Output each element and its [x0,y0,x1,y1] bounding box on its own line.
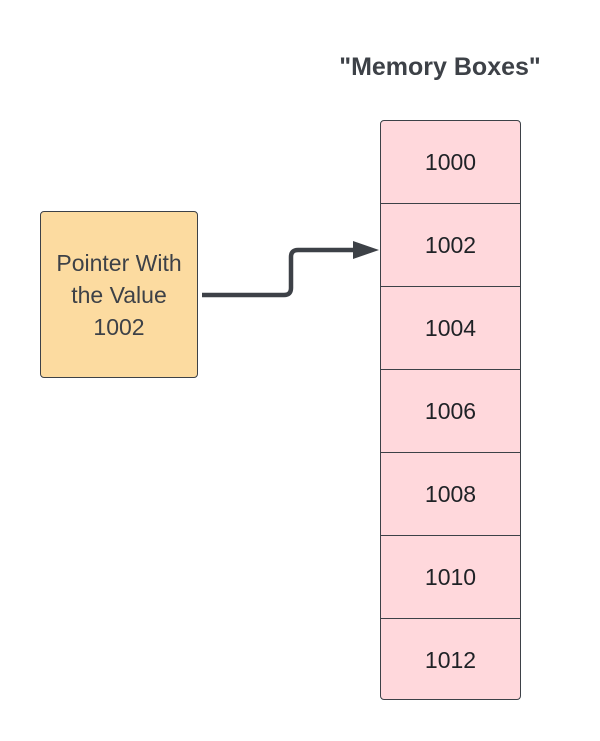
memory-cell-1008: 1008 [381,453,520,536]
memory-cell-1000: 1000 [381,121,520,204]
memory-cell-1004: 1004 [381,287,520,370]
pointer-box: Pointer With the Value 1002 [40,211,198,378]
memory-cell-1002: 1002 [381,204,520,287]
memory-cell-1012: 1012 [424,647,477,673]
memory-cell-1010: 1010 [381,536,520,619]
arrow-line [202,247,356,298]
diagram-title: "Memory Boxes" [339,53,541,81]
pointer-label: Pointer With the Value 1002 [56,249,182,340]
memory-stack: 1000 1002 1004 1006 1008 1010 1012 [380,120,521,700]
arrow-head [353,241,379,259]
memory-cell-1006: 1006 [381,370,520,453]
